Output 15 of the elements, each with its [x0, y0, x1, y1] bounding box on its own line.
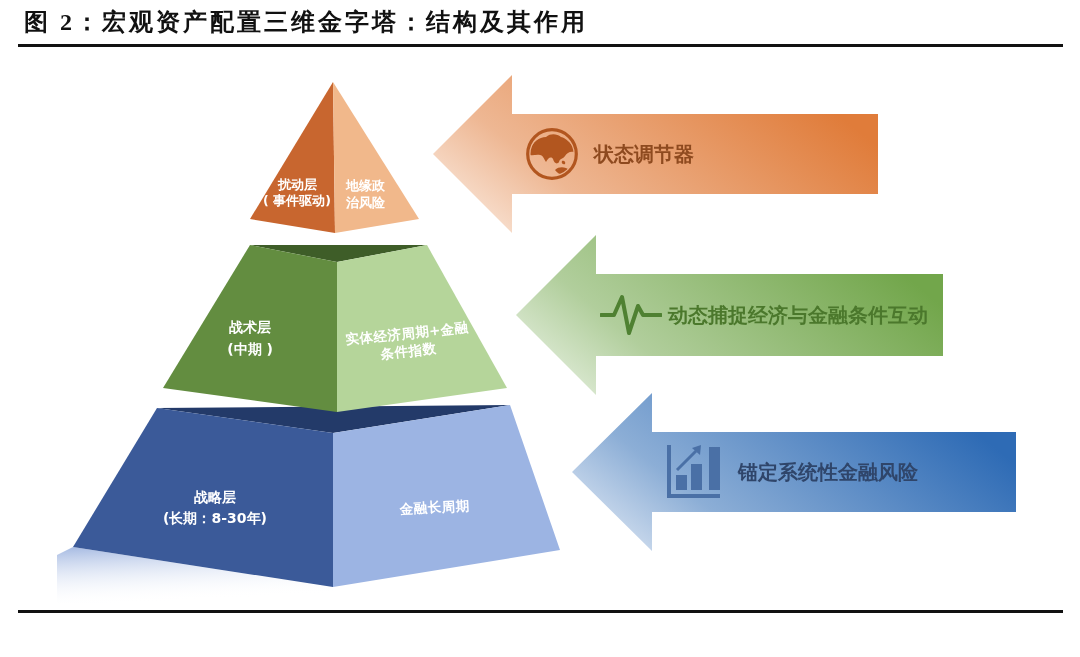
edge-label: 状态调节器	[594, 141, 694, 168]
layer-description: 地缘政治风险	[346, 177, 386, 211]
layer-name: 战略层	[194, 488, 236, 507]
layer-description: 金融长周期	[399, 496, 471, 519]
edge-label: 锚定系统性金融风险	[738, 459, 918, 486]
layer-name: 扰动层	[277, 177, 317, 193]
layer-horizon: ( 事件驱动)	[263, 193, 331, 209]
layer-name: 战术层	[229, 318, 271, 337]
figure-title: 图 2：宏观资产配置三维金字塔：结构及其作用	[24, 8, 588, 37]
block-arrow	[572, 393, 1016, 551]
layer-description: 实体经济周期+金融条件指数	[343, 317, 470, 364]
block-arrow	[516, 235, 943, 395]
layer-horizon: (长期：8-30年)	[163, 509, 267, 528]
block-arrow	[433, 75, 878, 233]
layer-horizon: (中期 )	[227, 340, 273, 359]
